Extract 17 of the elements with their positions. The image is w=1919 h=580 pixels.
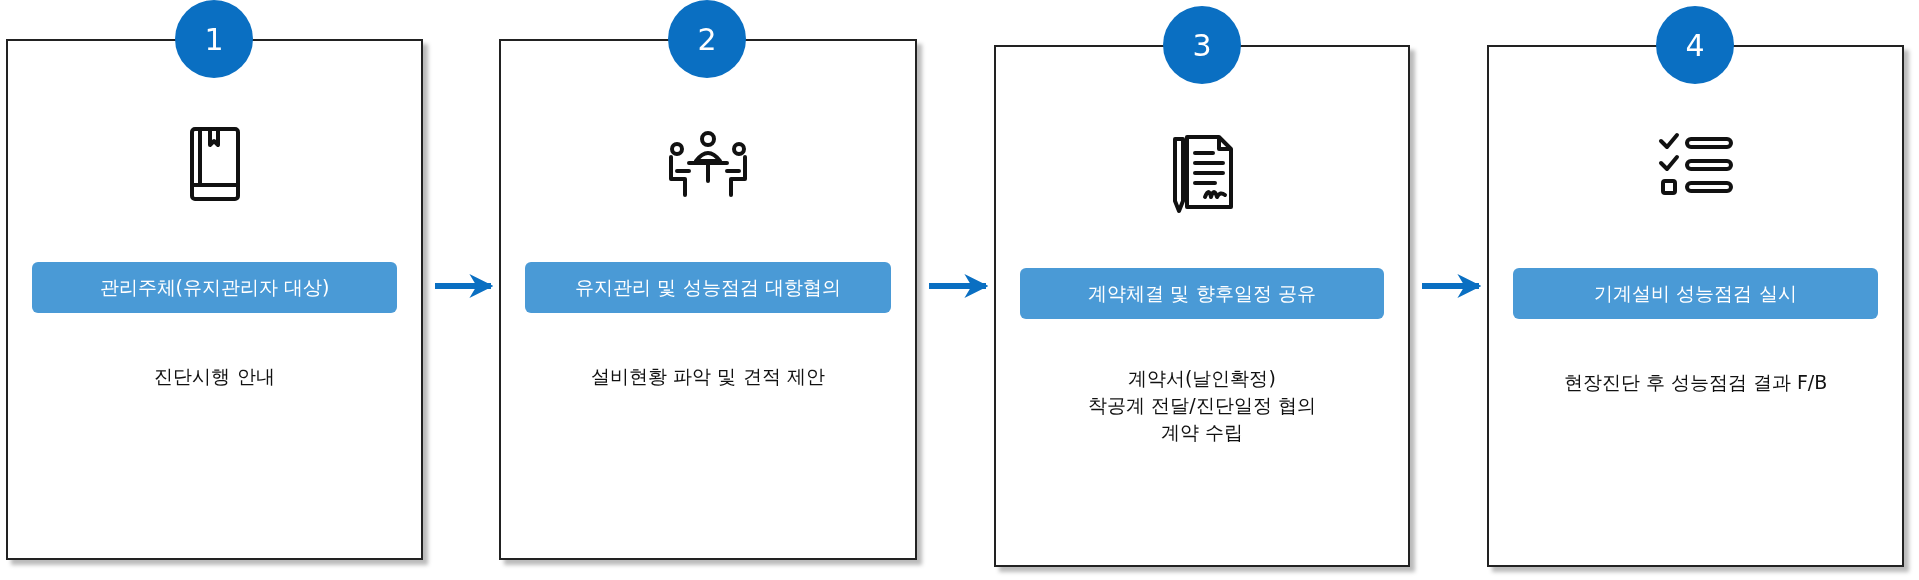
step-description: 계약서(날인확정) [1127, 366, 1277, 391]
step-title-bar: 기계설비 성능점검 실시 [1513, 268, 1878, 319]
step-number-circle: 3 [1163, 6, 1241, 84]
step-title-bar: 유지관리 및 성능점검 대항협의 [525, 262, 891, 313]
step-title-bar: 관리주체(유지관리자 대상) [32, 262, 397, 313]
step-number-circle: 2 [668, 0, 746, 78]
step-number-circle: 4 [1656, 6, 1734, 84]
step-description: 진단시행 안내 [153, 364, 276, 389]
step-description: 계약 수립 [1159, 420, 1244, 445]
step-number-circle: 1 [175, 0, 253, 78]
step-description: 현장진단 후 성능점검 결과 F/B [1562, 370, 1829, 395]
arrow [1422, 274, 1482, 298]
arrow [435, 274, 494, 298]
arrow [929, 274, 989, 298]
step-title-bar: 계약체결 및 향후일정 공유 [1020, 268, 1384, 319]
step-description: 착공계 전달/진단일정 협의 [1087, 393, 1317, 418]
step-description: 설비현황 파악 및 견적 제안 [590, 364, 826, 389]
